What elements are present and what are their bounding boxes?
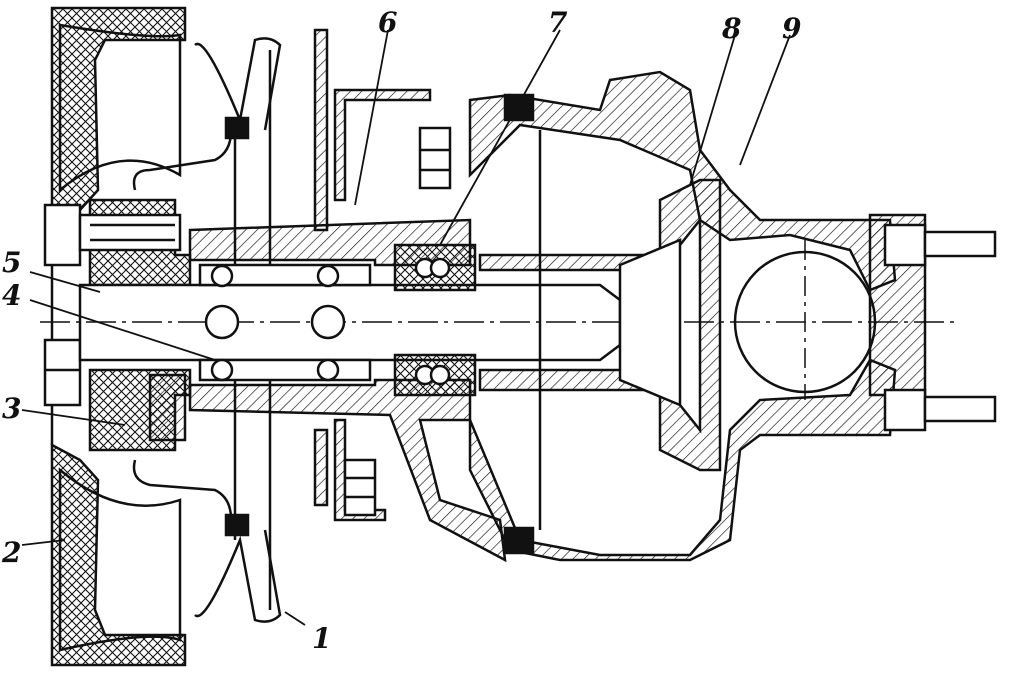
callout-4: 4 [2,279,21,312]
hub-bolt-top [43,203,182,267]
callout-6: 6 [378,6,397,39]
callout-7: 7 [548,6,568,39]
shaft-seal [393,243,477,397]
spherical-chamber [733,240,877,400]
hub-bolt-bottom [43,338,82,407]
impeller [478,178,722,472]
callout-8: 8 [721,12,741,45]
callout-3: 3 [2,392,21,425]
ball-bearings [198,263,372,382]
callout-labels: 1 2 3 4 5 6 7 8 9 [1,6,801,655]
leader-lines [21,29,791,626]
fan-blade [50,6,187,667]
callout-1: 1 [312,622,331,655]
rear-studs [868,213,997,432]
callout-2: 2 [1,536,21,569]
callout-9: 9 [782,12,801,45]
callout-5: 5 [2,246,21,279]
